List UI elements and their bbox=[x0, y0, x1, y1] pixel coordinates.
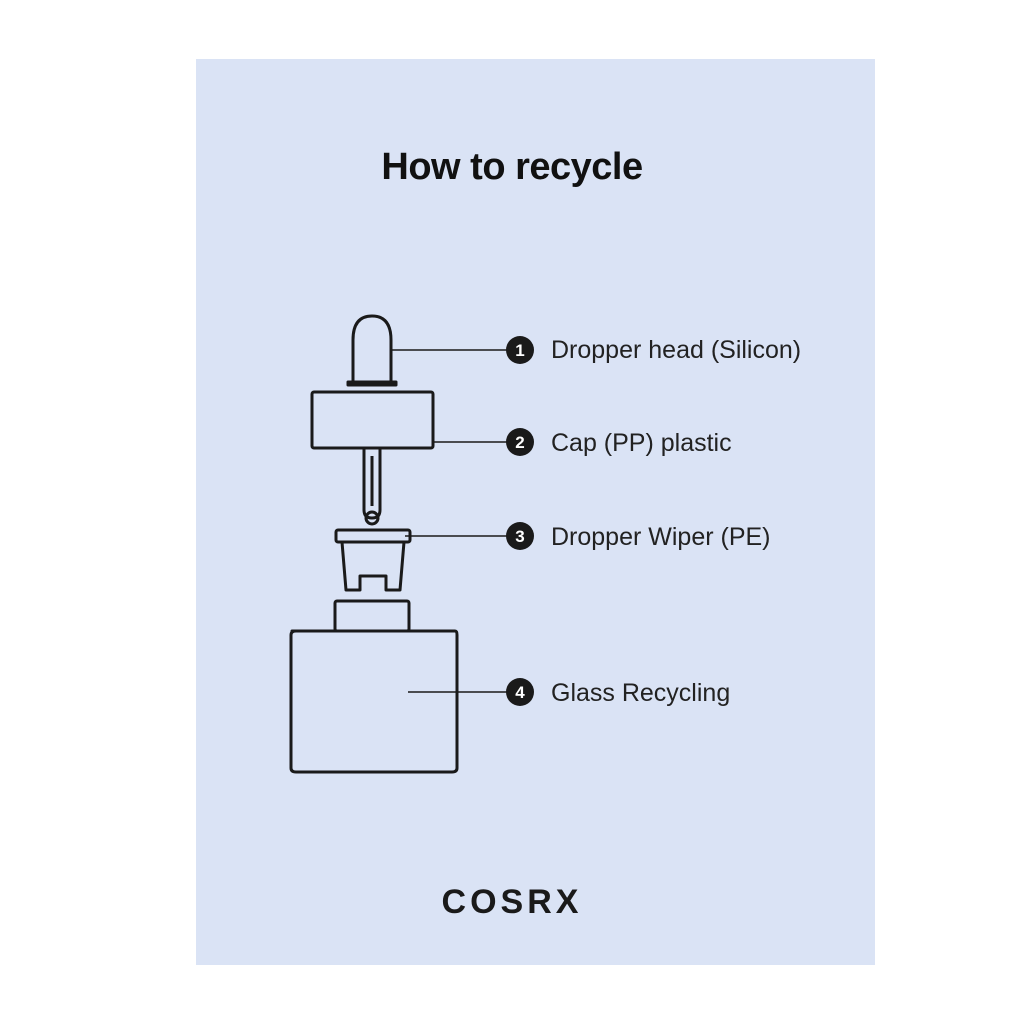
part-callout-3: 3 Dropper Wiper (PE) bbox=[506, 522, 771, 551]
info-card bbox=[196, 59, 875, 965]
cap-illustration bbox=[310, 390, 435, 526]
part-callout-2: 2 Cap (PP) plastic bbox=[506, 428, 732, 457]
part-number: 4 bbox=[515, 683, 525, 702]
brand-logo: COSRX bbox=[441, 883, 583, 921]
number-badge bbox=[506, 522, 534, 550]
glass-bottle-illustration bbox=[289, 599, 459, 774]
part-number: 1 bbox=[515, 341, 524, 360]
number-badge bbox=[506, 678, 534, 706]
part-number: 3 bbox=[515, 527, 524, 546]
part-number: 2 bbox=[515, 433, 524, 452]
part-label: Cap (PP) plastic bbox=[551, 429, 732, 457]
part-label: Dropper Wiper (PE) bbox=[551, 523, 771, 551]
part-callout-4: 4 Glass Recycling bbox=[506, 678, 730, 707]
number-badge bbox=[506, 428, 534, 456]
number-badge bbox=[506, 336, 534, 364]
part-callout-1: 1 Dropper head (Silicon) bbox=[506, 336, 801, 364]
part-label: Dropper head (Silicon) bbox=[551, 336, 801, 364]
part-label: Glass Recycling bbox=[551, 679, 730, 707]
dropper-head-illustration bbox=[346, 314, 398, 387]
page-title: How to recycle bbox=[381, 146, 643, 188]
dropper-wiper-illustration bbox=[334, 528, 412, 592]
